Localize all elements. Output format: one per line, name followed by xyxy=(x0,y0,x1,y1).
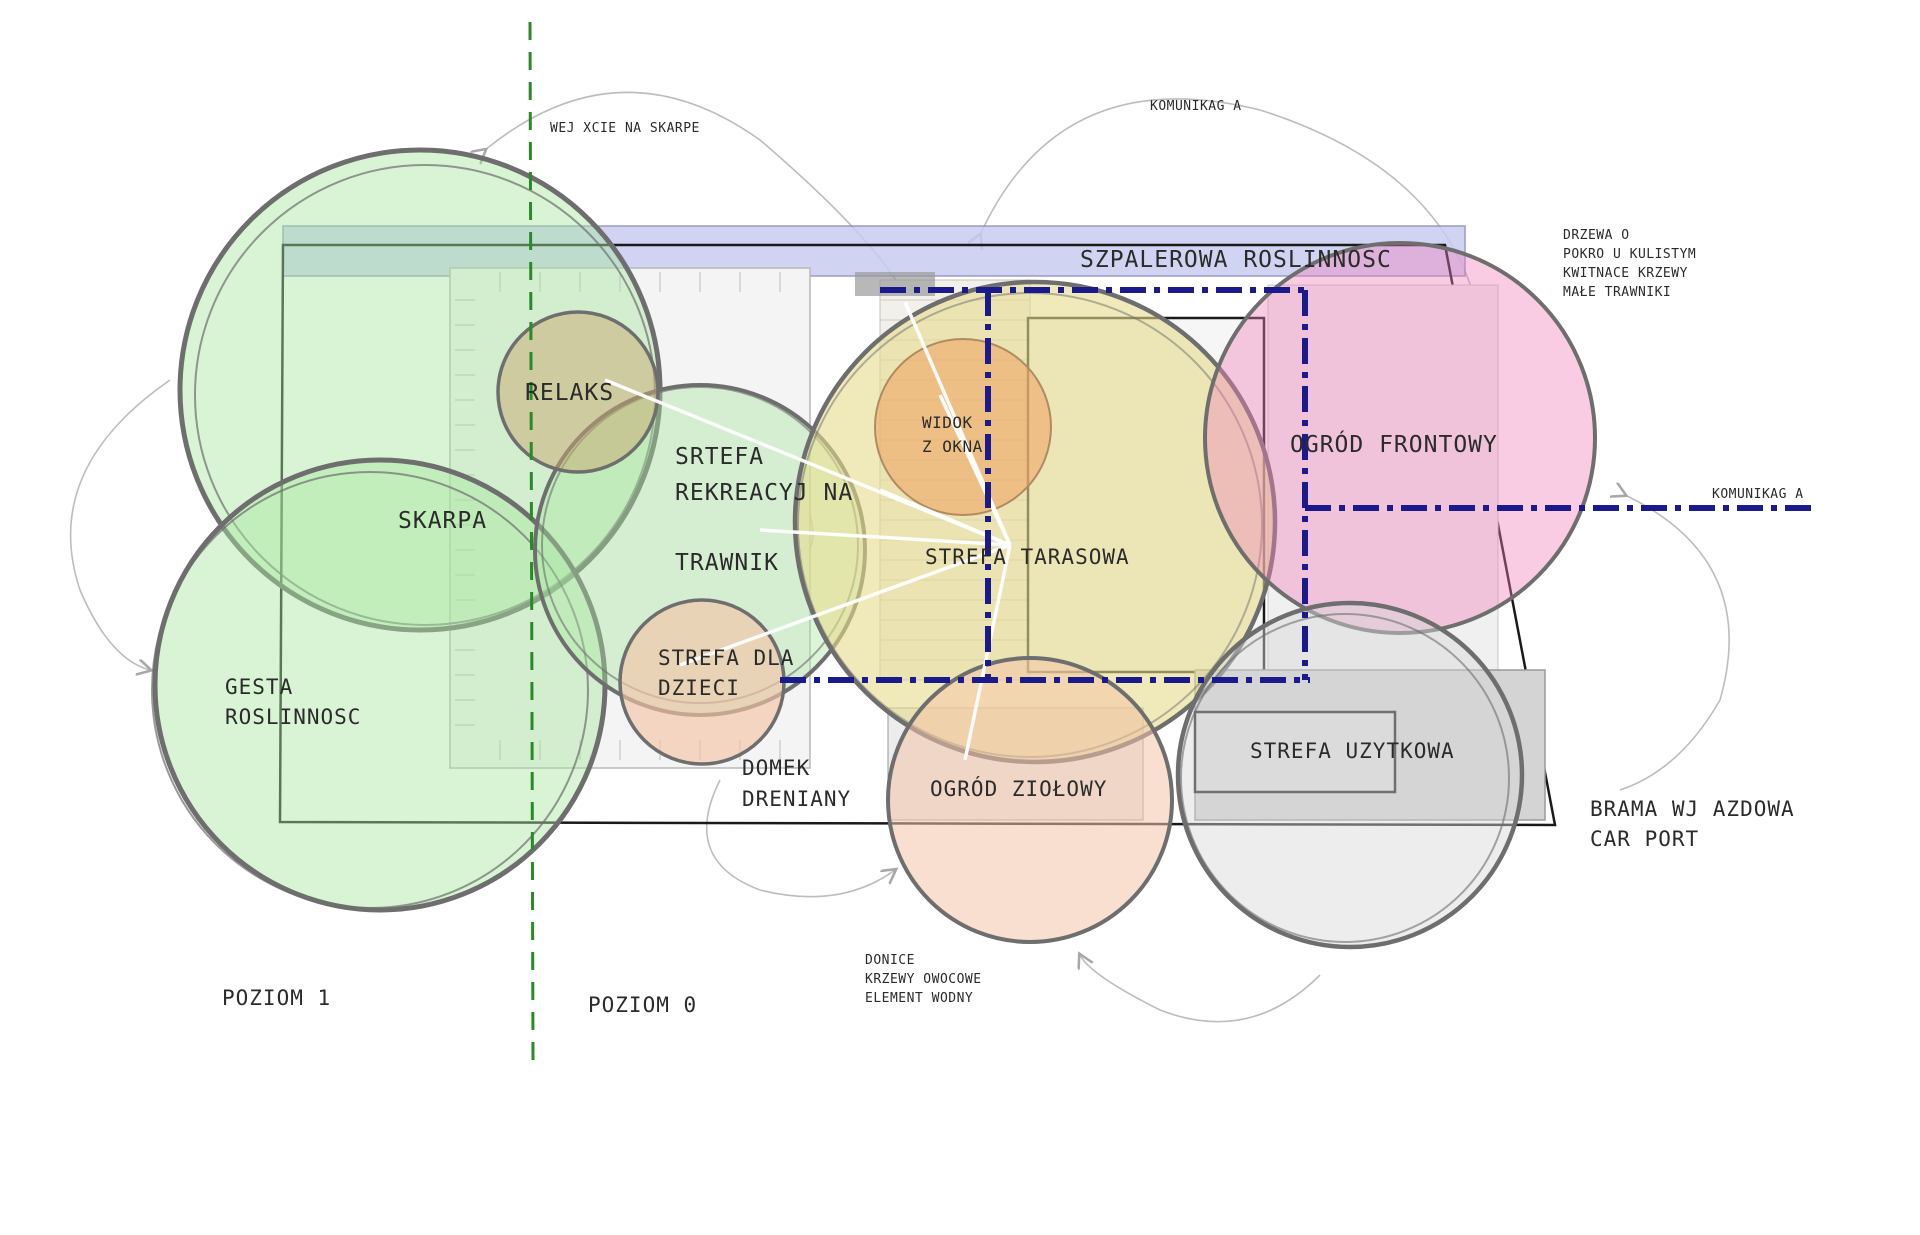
label-tarasowa: STREFA TARASOWA xyxy=(925,545,1130,569)
note-wejscie: WEJ XCIE NA SKARPE xyxy=(550,121,700,136)
bubble-widok xyxy=(874,338,1052,516)
label-domek-2: DRENIANY xyxy=(742,787,851,811)
label-skarpa: SKARPA xyxy=(398,508,487,534)
label-brama-2: CAR PORT xyxy=(1590,827,1699,851)
note-komunikacja-right: KOMUNIKAG A xyxy=(1712,487,1804,502)
bubble-relaks xyxy=(496,310,660,474)
plot-outline xyxy=(278,243,1557,827)
level-labels: POZIOM 1 POZIOM 0 xyxy=(222,986,697,1017)
communication-lines xyxy=(780,287,1815,683)
note-donice-1: DONICE xyxy=(865,953,915,968)
label-widok-1: WIDOK xyxy=(922,413,973,432)
utility-box xyxy=(1193,710,1397,794)
label-gesta-2: ROSLINNOSC xyxy=(225,705,361,729)
label-rekreacja-2: REKREACYJ NA xyxy=(675,480,853,506)
label-poziom-1: POZIOM 1 xyxy=(222,986,331,1010)
note-drzewa-2: POKRO U KULISTYM xyxy=(1563,247,1696,262)
note-donice-3: ELEMENT WODNY xyxy=(865,991,973,1006)
note-komunikacja-top: KOMUNIKAG A xyxy=(1150,99,1242,114)
note-drzewa-3: KWITNACE KRZEWY xyxy=(1563,266,1688,281)
level-divider xyxy=(528,21,535,1061)
note-donice-2: KRZEWY OWOCOWE xyxy=(865,972,982,987)
label-trawnik: TRAWNIK xyxy=(675,550,779,576)
label-ziolowy: OGRÓD ZIOŁOWY xyxy=(930,776,1107,801)
bubble-uzytkowa xyxy=(1175,600,1525,950)
bubble-ziolowy xyxy=(886,656,1174,944)
label-domek-1: DOMEK xyxy=(742,756,810,780)
label-poziom-0: POZIOM 0 xyxy=(588,993,697,1017)
label-widok-2: Z OKNA xyxy=(922,437,983,456)
label-rekreacja-1: SRTEFA xyxy=(675,444,764,470)
label-relaks: RELAKS xyxy=(525,380,614,406)
note-drzewa-4: MAŁE TRAWNIKI xyxy=(1563,285,1671,300)
label-szpalerowa: SZPALEROWA ROSLINNOSC xyxy=(1080,247,1392,273)
zone-bubbles xyxy=(151,147,1597,950)
label-brama-1: BRAMA WJ AZDOWA xyxy=(1590,797,1795,821)
view-lines xyxy=(604,301,1012,761)
label-gesta-1: GESTA xyxy=(225,675,293,699)
label-dzieci-2: DZIECI xyxy=(658,676,740,700)
label-frontowy: OGRÓD FRONTOWY xyxy=(1290,430,1498,458)
annotation-notes: WEJ XCIE NA SKARPE KOMUNIKAG A KOMUNIKAG… xyxy=(550,99,1804,1006)
label-uzytkowa: STREFA UZYTKOWA xyxy=(1250,739,1455,763)
zone-labels: SZPALEROWA ROSLINNOSC RELAKS SKARPA SRTE… xyxy=(225,247,1795,851)
label-dzieci-1: STREFA DLA xyxy=(658,646,794,670)
note-drzewa-1: DRZEWA O xyxy=(1563,228,1630,243)
